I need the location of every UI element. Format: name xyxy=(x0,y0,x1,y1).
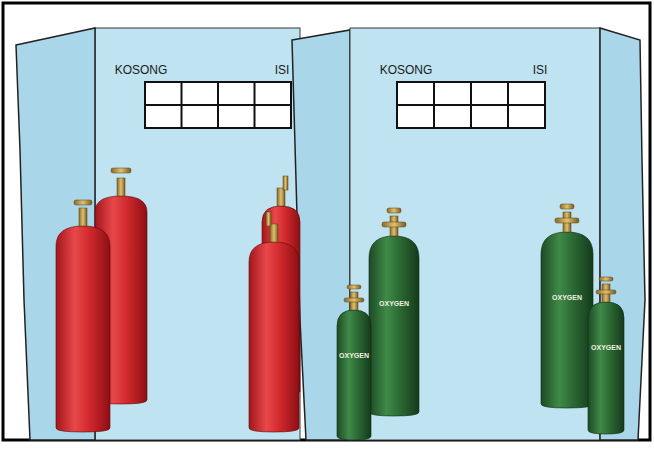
bay-label: ISI xyxy=(533,64,548,76)
cylinder-label: OXYGEN xyxy=(552,294,582,301)
bay-label: KOSONG xyxy=(380,64,433,76)
bay-label: ISI xyxy=(275,64,290,76)
cylinder-label: OXYGEN xyxy=(339,352,369,359)
cylinder-label: OXYGEN xyxy=(591,344,621,351)
cylinder-label: OXYGEN xyxy=(379,300,409,307)
bay-label: KOSONG xyxy=(115,64,168,76)
